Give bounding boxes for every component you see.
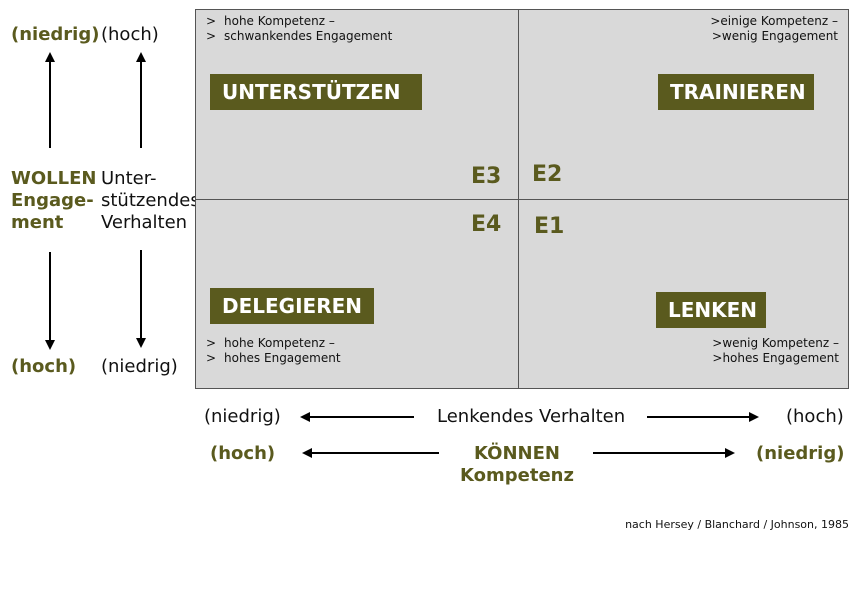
source-credit: nach Hersey / Blanchard / Johnson, 1985 — [625, 518, 849, 531]
style-title-delegieren: DELEGIEREN — [210, 288, 374, 324]
quadrant-unterstuetzen: >hohe Kompetenz – >schwankendes Engageme… — [196, 10, 519, 200]
bullet-text: hohe Kompetenz – — [224, 336, 335, 350]
bullet-text: wenig Engagement — [721, 29, 838, 43]
koennen-right-label: (niedrig) — [756, 443, 845, 464]
level-code-e1: E1 — [534, 214, 565, 239]
koennen-left-arrow — [302, 448, 439, 458]
bullet-text: einige Kompetenz – — [720, 14, 838, 28]
wollen-down-arrow — [45, 252, 55, 350]
quadrant-bullets: >hohe Kompetenz – >hohes Engagement — [206, 336, 341, 365]
level-code-e4: E4 — [471, 212, 502, 237]
style-title-trainieren: TRAINIEREN — [658, 74, 814, 110]
bullet-text: wenig Kompetenz – — [722, 336, 839, 350]
koennen-left-label: (hoch) — [210, 443, 276, 464]
quadrant-bullets: >einige Kompetenz – >wenig Engagement — [710, 14, 838, 43]
directive-right-label: (hoch) — [786, 406, 844, 427]
wollen-bottom-label: (hoch) — [11, 356, 77, 377]
wollen-top-label: (niedrig) — [11, 24, 100, 45]
quadrant-bullets: >wenig Kompetenz – >hohes Engagement — [712, 336, 839, 365]
situational-leadership-matrix: >hohe Kompetenz – >schwankendes Engageme… — [195, 9, 849, 389]
wollen-up-arrow — [45, 52, 55, 148]
wollen-label: WOLLEN Engage- ment — [11, 168, 96, 234]
bullet-text: hohe Kompetenz – — [224, 14, 335, 28]
quadrant-lenken: E1 LENKEN >wenig Kompetenz – >hohes Enga… — [519, 200, 848, 388]
support-down-arrow — [136, 250, 146, 348]
bullet-text: hohes Engagement — [722, 351, 839, 365]
quadrant-bullets: >hohe Kompetenz – >schwankendes Engageme… — [206, 14, 393, 43]
koennen-label-line1: KÖNNEN — [474, 443, 560, 464]
support-label-line3: Verhalten — [101, 212, 188, 233]
style-title-unterstuetzen: UNTERSTÜTZEN — [210, 74, 422, 110]
quadrant-trainieren: >einige Kompetenz – >wenig Engagement TR… — [519, 10, 848, 200]
koennen-right-arrow — [593, 448, 735, 458]
level-code-e2: E2 — [532, 162, 563, 187]
wollen-label-line3: ment — [11, 212, 64, 233]
level-code-e3: E3 — [471, 164, 502, 189]
wollen-label-line1: WOLLEN — [11, 168, 97, 189]
support-label: Unter- stützendes Verhalten — [101, 168, 200, 234]
directive-right-arrow — [647, 412, 759, 422]
style-title-lenken: LENKEN — [656, 292, 766, 328]
wollen-label-line2: Engage- — [11, 190, 94, 211]
support-label-line1: Unter- — [101, 168, 157, 189]
support-bottom-label: (niedrig) — [101, 356, 178, 377]
bullet-text: schwankendes Engagement — [224, 29, 393, 43]
quadrant-delegieren: E4 DELEGIEREN >hohe Kompetenz – >hohes E… — [196, 200, 519, 388]
koennen-label-line2: Kompetenz — [460, 465, 574, 486]
support-top-label: (hoch) — [101, 24, 159, 45]
support-label-line2: stützendes — [101, 190, 200, 211]
directive-left-arrow — [300, 412, 414, 422]
directive-left-label: (niedrig) — [204, 406, 281, 427]
koennen-label: KÖNNEN Kompetenz — [452, 443, 582, 487]
bullet-text: hohes Engagement — [224, 351, 341, 365]
directive-label: Lenkendes Verhalten — [437, 406, 626, 427]
support-up-arrow — [136, 52, 146, 148]
